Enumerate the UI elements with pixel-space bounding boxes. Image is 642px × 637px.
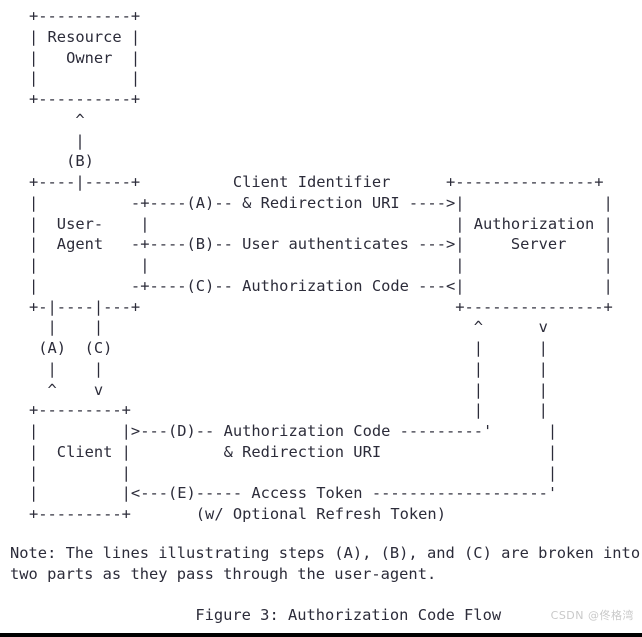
csdn-watermark: CSDN @佟格湾	[550, 609, 634, 622]
figure-caption: Figure 3: Authorization Code Flow	[10, 606, 502, 624]
ascii-diagram: +----------+ | Resource | | Owner | | | …	[29, 7, 613, 523]
figure-note: Note: The lines illustrating steps (A), …	[10, 544, 641, 583]
